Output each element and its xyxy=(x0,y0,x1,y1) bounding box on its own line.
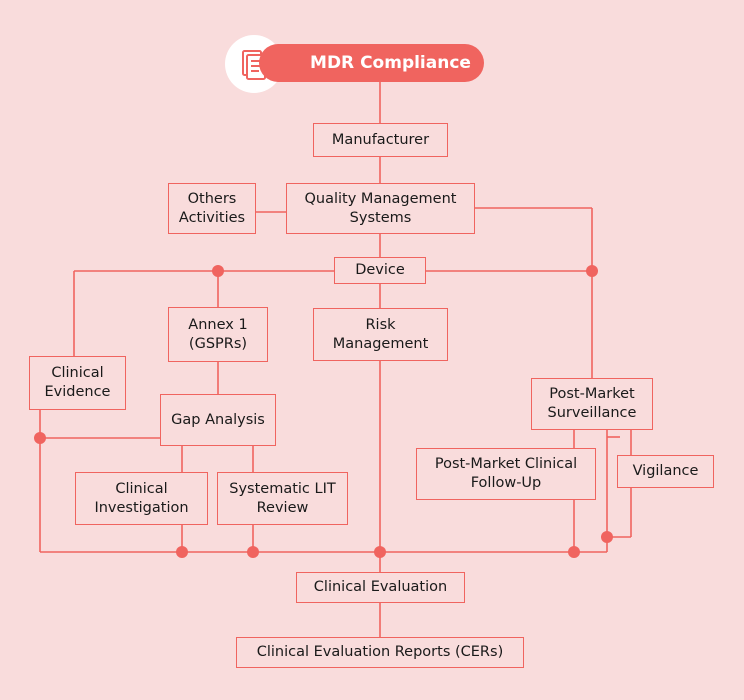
node-clinical-investigation: Clinical Investigation xyxy=(75,472,208,525)
node-risk-management: Risk Management xyxy=(313,308,448,361)
node-clinical-evaluation: Clinical Evaluation xyxy=(296,572,465,603)
node-systematic-lit-review: Systematic LIT Review xyxy=(217,472,348,525)
node-device: Device xyxy=(334,257,426,284)
node-quality-management-systems: Quality Management Systems xyxy=(286,183,475,234)
node-post-market-clinical-follow-up: Post-Market Clinical Follow-Up xyxy=(416,448,596,500)
node-post-market-surveillance: Post-Market Surveillance xyxy=(531,378,653,430)
node-clinical-evidence: Clinical Evidence xyxy=(29,356,126,410)
page-title: MDR Compliance xyxy=(259,44,484,82)
node-others-activities: Others Activities xyxy=(168,183,256,234)
node-vigilance: Vigilance xyxy=(617,455,714,488)
node-manufacturer: Manufacturer xyxy=(313,123,448,157)
node-clinical-evaluation-reports: Clinical Evaluation Reports (CERs) xyxy=(236,637,524,668)
node-gap-analysis: Gap Analysis xyxy=(160,394,276,446)
document-icon xyxy=(225,35,283,93)
node-annex-1-gsprs: Annex 1 (GSPRs) xyxy=(168,307,268,362)
